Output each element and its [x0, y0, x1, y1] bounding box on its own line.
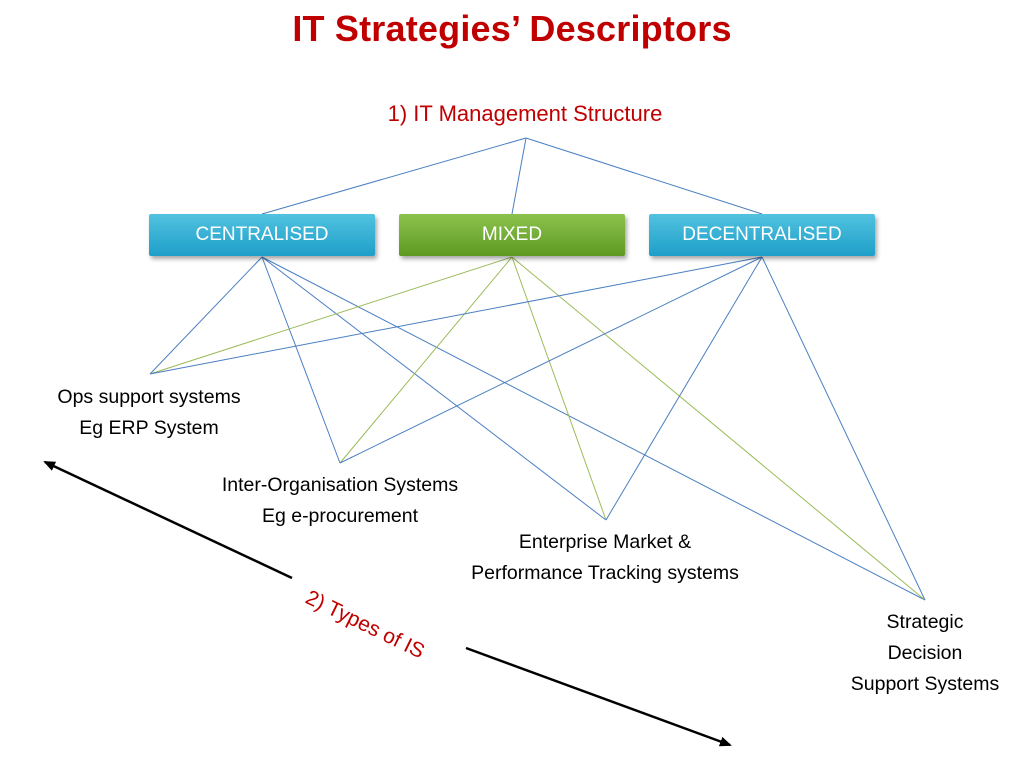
centralised-to-strategic-line [261, 256, 926, 601]
decentralised-to-ops-line [149, 256, 763, 375]
centralised-box: CENTRALISED [149, 214, 375, 256]
management-structure-label: 1) IT Management Structure [387, 101, 663, 126]
ops-support-line1: Ops support systems [57, 386, 241, 408]
enterprise-market-node: Enterprise Market & Performance Tracking… [430, 527, 780, 589]
strategic-line3: Support Systems [850, 673, 1000, 695]
decentralised-to-enterprise-line [605, 256, 763, 521]
enterprise-line2: Performance Tracking systems [471, 562, 739, 584]
root-to-mixed-line [511, 137, 527, 215]
decentralised-to-strategic-line [761, 256, 926, 601]
centralised-to-inter-line [261, 256, 341, 464]
mixed-to-ops-line [149, 256, 513, 375]
types-arrow-right [465, 646, 732, 747]
types-arrow-left [43, 460, 293, 580]
mixed-to-strategic-line [511, 256, 926, 601]
strategic-decision-node: Strategic Decision Support Systems [830, 607, 1020, 700]
centralised-to-enterprise-line [261, 256, 607, 521]
inter-org-line2: Eg e-procurement [261, 505, 419, 527]
mixed-to-inter-line [339, 256, 513, 464]
inter-org-line1: Inter-Organisation Systems [221, 474, 459, 496]
decentralised-box: DECENTRALISED [649, 214, 875, 256]
inter-organisation-systems-node: Inter-Organisation Systems Eg e-procurem… [190, 470, 490, 532]
strategic-line2: Decision [887, 642, 963, 664]
root-to-decentralised-line [525, 137, 763, 215]
ops-support-systems-node: Ops support systems Eg ERP System [20, 382, 278, 444]
decentralised-to-inter-line [339, 256, 763, 464]
root-to-centralised-line [261, 137, 527, 215]
enterprise-line1: Enterprise Market & [518, 531, 692, 553]
strategic-line1: Strategic [886, 611, 964, 633]
mixed-box: MIXED [399, 214, 625, 256]
mixed-to-enterprise-line [511, 256, 607, 521]
slide-title: IT Strategies’ Descriptors [292, 8, 732, 49]
centralised-to-ops-line [149, 256, 263, 375]
ops-support-line2: Eg ERP System [79, 417, 219, 439]
